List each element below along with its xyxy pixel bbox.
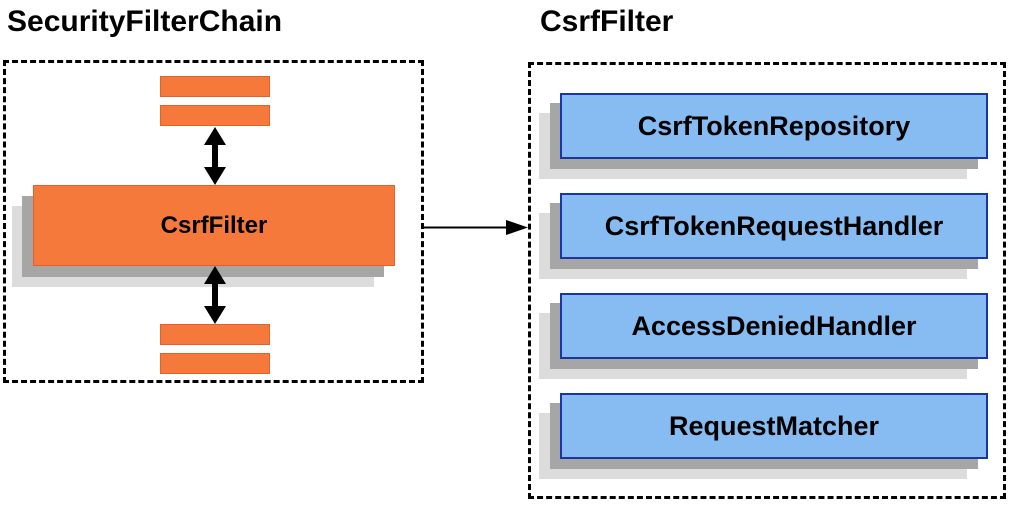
csrf-filter-node: CsrfFilter	[33, 185, 395, 266]
security-filter-chain-box: CsrfFilter	[3, 60, 424, 383]
component-label: CsrfTokenRequestHandler	[604, 210, 944, 241]
double-arrow-icon	[200, 127, 230, 185]
filter-bar	[160, 353, 270, 374]
right-arrow-icon	[424, 219, 528, 236]
component-box-access-denied-handler: AccessDeniedHandler	[560, 293, 988, 359]
csrf-filter-node-label: CsrfFilter	[160, 211, 268, 239]
right-panel-title: CsrfFilter	[540, 5, 674, 38]
filter-bar	[160, 76, 270, 97]
filter-bar	[160, 324, 270, 345]
double-arrow-icon	[200, 266, 230, 324]
component-box-csrf-token-repository: CsrfTokenRepository	[560, 93, 988, 159]
component-box-csrf-token-request-handler: CsrfTokenRequestHandler	[560, 193, 988, 259]
csrf-filter-components-box: CsrfTokenRepository CsrfTokenRequestHand…	[528, 62, 1006, 499]
component-label: RequestMatcher	[668, 410, 880, 441]
component-label: AccessDeniedHandler	[631, 310, 917, 341]
component-label: CsrfTokenRepository	[637, 110, 911, 141]
filter-bar	[160, 105, 270, 126]
left-panel-title: SecurityFilterChain	[7, 5, 283, 38]
component-box-request-matcher: RequestMatcher	[560, 393, 988, 459]
